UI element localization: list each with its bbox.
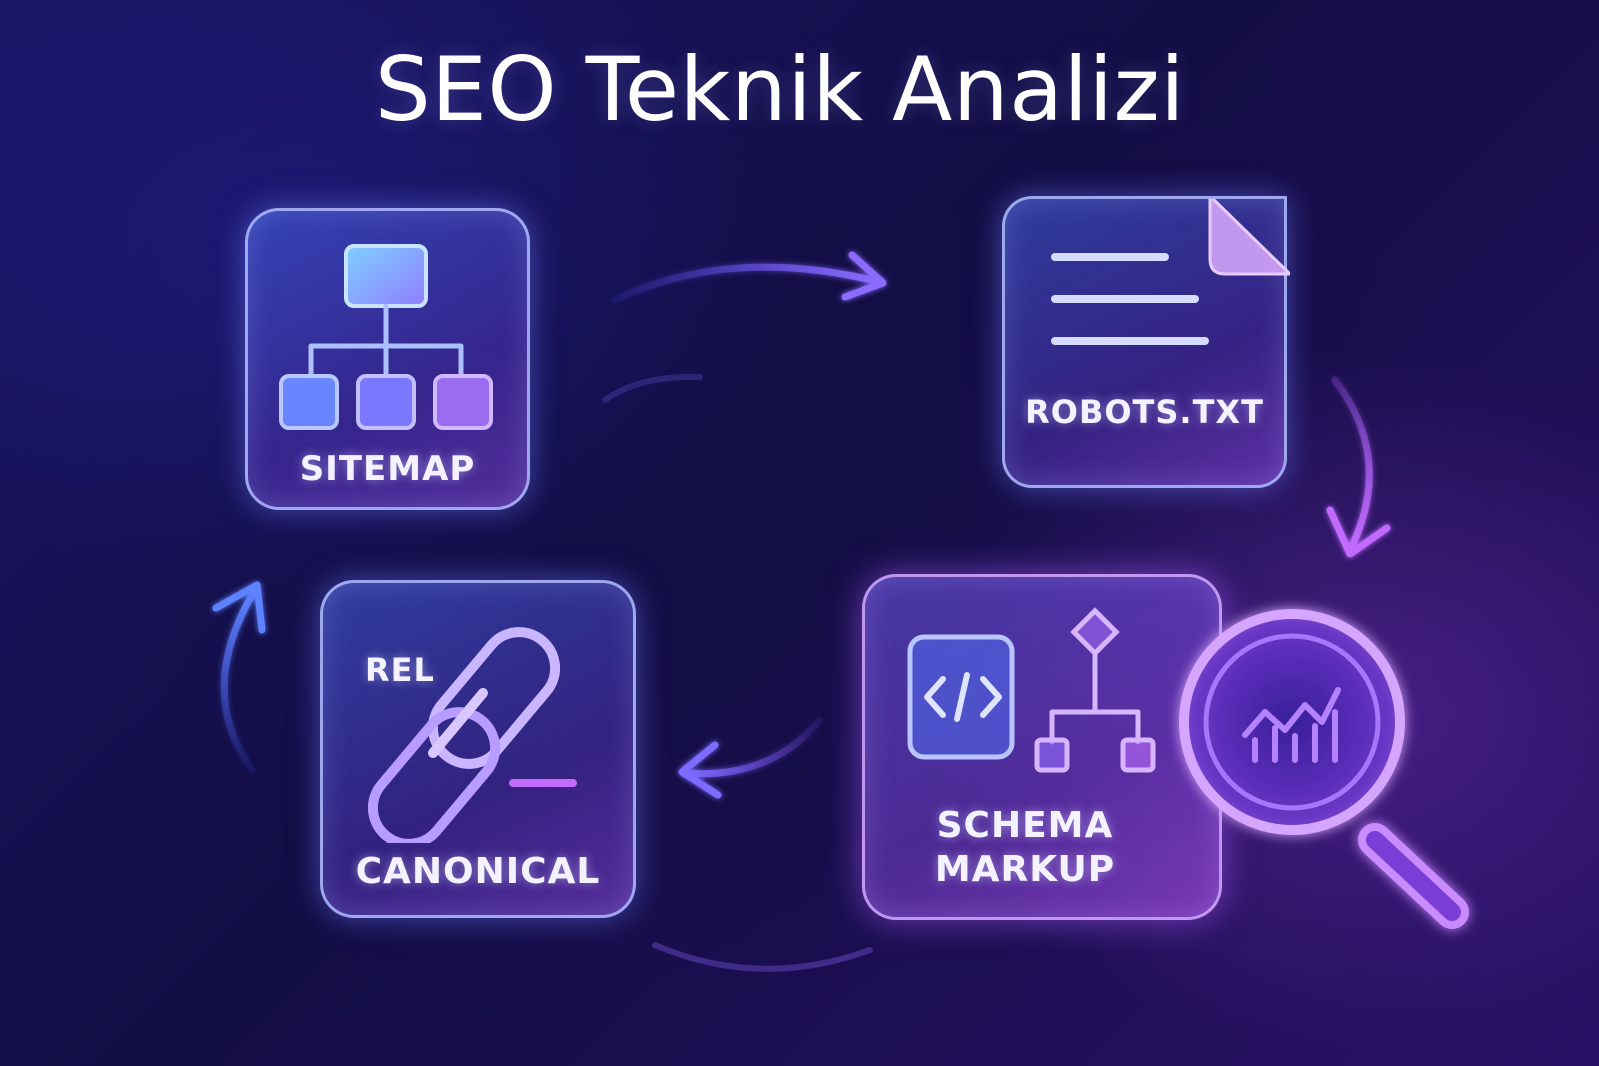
sitemap-tree-icon <box>279 244 493 430</box>
robots-label: ROBOTS.TXT <box>1025 393 1264 431</box>
schema-label-line1: SCHEMA <box>936 805 1114 846</box>
page-title: SEO Teknik Analizi <box>374 38 1186 141</box>
arrow-canonical-to-sitemap <box>212 581 266 774</box>
robots-card: ROBOTS.TXT <box>1002 196 1290 488</box>
arrow-sitemap-to-robots <box>611 251 887 304</box>
schema-label-line2: MARKUP <box>934 849 1116 890</box>
code-icon <box>907 634 1015 760</box>
canonical-card: REL CANONICAL <box>320 580 636 918</box>
rel-label: REL <box>365 651 435 689</box>
chain-link-icon <box>367 627 577 843</box>
canonical-label: CANONICAL <box>355 851 601 892</box>
schema-card: SCHEMA MARKUP <box>862 574 1222 920</box>
arrow-robots-to-schema <box>1326 376 1391 558</box>
sitemap-card: SITEMAP <box>245 208 530 510</box>
document-icon <box>1051 199 1290 345</box>
schema-icon-group <box>907 607 1156 773</box>
schema-tree-icon <box>1034 607 1156 773</box>
arrow-schema-to-canonical <box>678 716 824 799</box>
sitemap-label: SITEMAP <box>299 449 476 489</box>
